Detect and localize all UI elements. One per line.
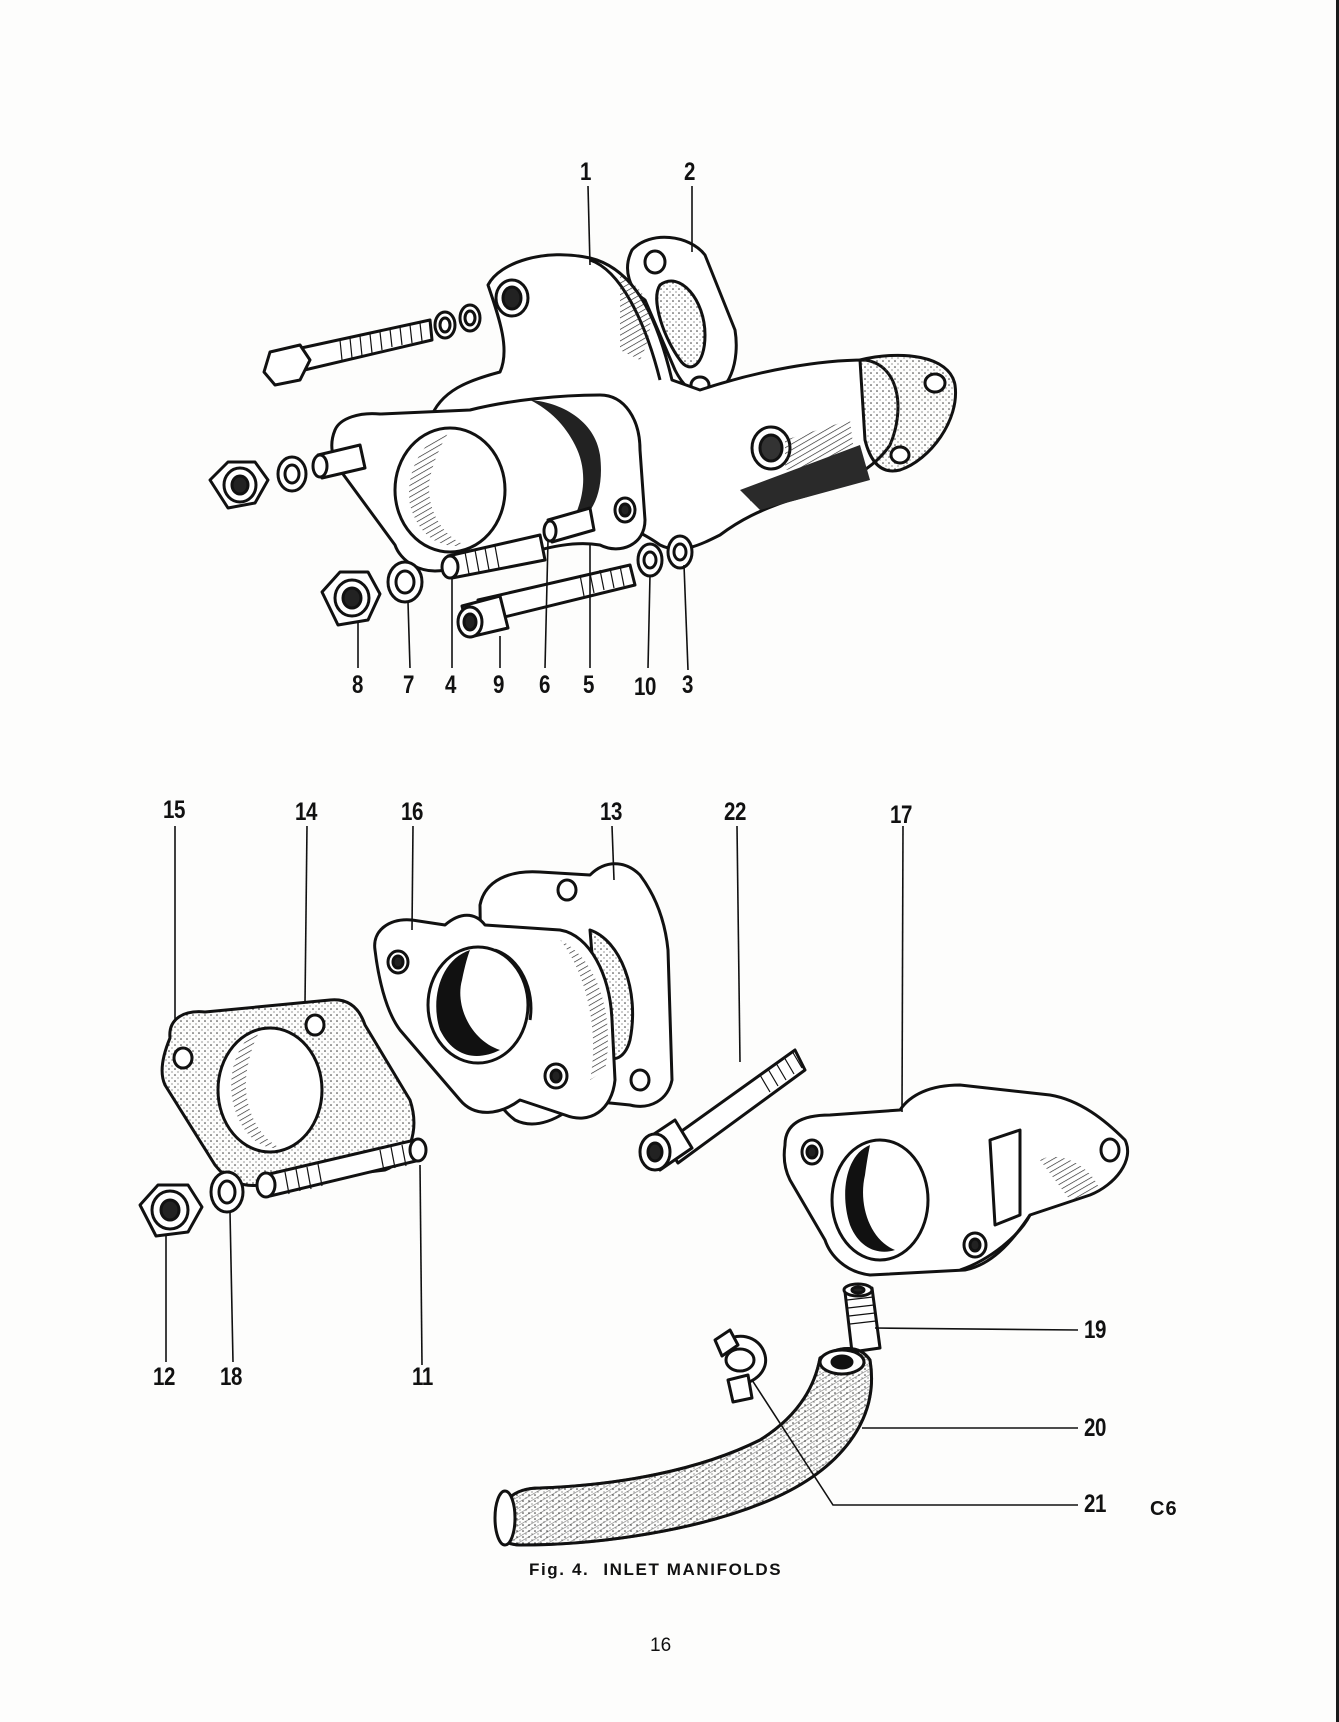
leader-lines (165, 185, 1079, 1506)
callout-8: 8 (352, 671, 363, 699)
callout-3: 3 (682, 671, 693, 699)
screw-part-22 (638, 1048, 807, 1172)
nut-part-8 (320, 570, 382, 627)
clip-part-21 (713, 1328, 768, 1404)
callout-2: 2 (684, 158, 695, 186)
callout-18: 18 (220, 1363, 242, 1391)
nut-part-12 (138, 1183, 204, 1238)
flange-plate (330, 393, 647, 573)
callout-6: 6 (539, 671, 550, 699)
adaptor-part-17 (782, 1083, 1130, 1277)
adaptor-part-16 (373, 913, 617, 1120)
callout-16: 16 (401, 798, 423, 826)
callout-9: 9 (493, 671, 504, 699)
nut-top-left (208, 455, 308, 510)
callout-15: 15 (163, 796, 185, 824)
callout-19: 19 (1084, 1316, 1106, 1344)
callout-21: 21 (1084, 1490, 1106, 1518)
callout-20: 20 (1084, 1414, 1106, 1442)
figure-number: Fig. 4. (529, 1560, 590, 1579)
washer-part-3 (666, 534, 694, 570)
flange-part-15 (160, 998, 416, 1188)
callout-13: 13 (600, 798, 622, 826)
callout-1: 1 (580, 158, 591, 186)
washer-part-18 (209, 1170, 245, 1214)
callout-5: 5 (583, 671, 594, 699)
page-number: 16 (650, 1635, 672, 1656)
callout-12: 12 (153, 1363, 175, 1391)
callout-14: 14 (295, 798, 317, 826)
stud-part-6 (542, 506, 596, 544)
screw-part-9 (456, 563, 637, 639)
hose-part-20 (493, 1347, 873, 1547)
stud-part-4 (311, 443, 547, 580)
figure-caption: Fig. 4. INLET MANIFOLDS (529, 1560, 796, 1580)
callout-22: 22 (724, 798, 746, 826)
bolt-top (262, 303, 482, 387)
stud-part-11 (255, 1137, 428, 1199)
callout-4: 4 (445, 671, 456, 699)
scan-edge-border (1336, 0, 1339, 1722)
callout-11: 11 (412, 1363, 433, 1391)
callout-17: 17 (890, 801, 912, 829)
callout-10: 10 (634, 673, 656, 701)
washer-part-7 (386, 560, 424, 604)
plate-code: C6 (1150, 1498, 1178, 1520)
union-part-19 (842, 1282, 882, 1354)
callout-7: 7 (403, 671, 414, 699)
figure-title: INLET MANIFOLDS (603, 1560, 783, 1579)
washer-part-10 (636, 542, 664, 578)
